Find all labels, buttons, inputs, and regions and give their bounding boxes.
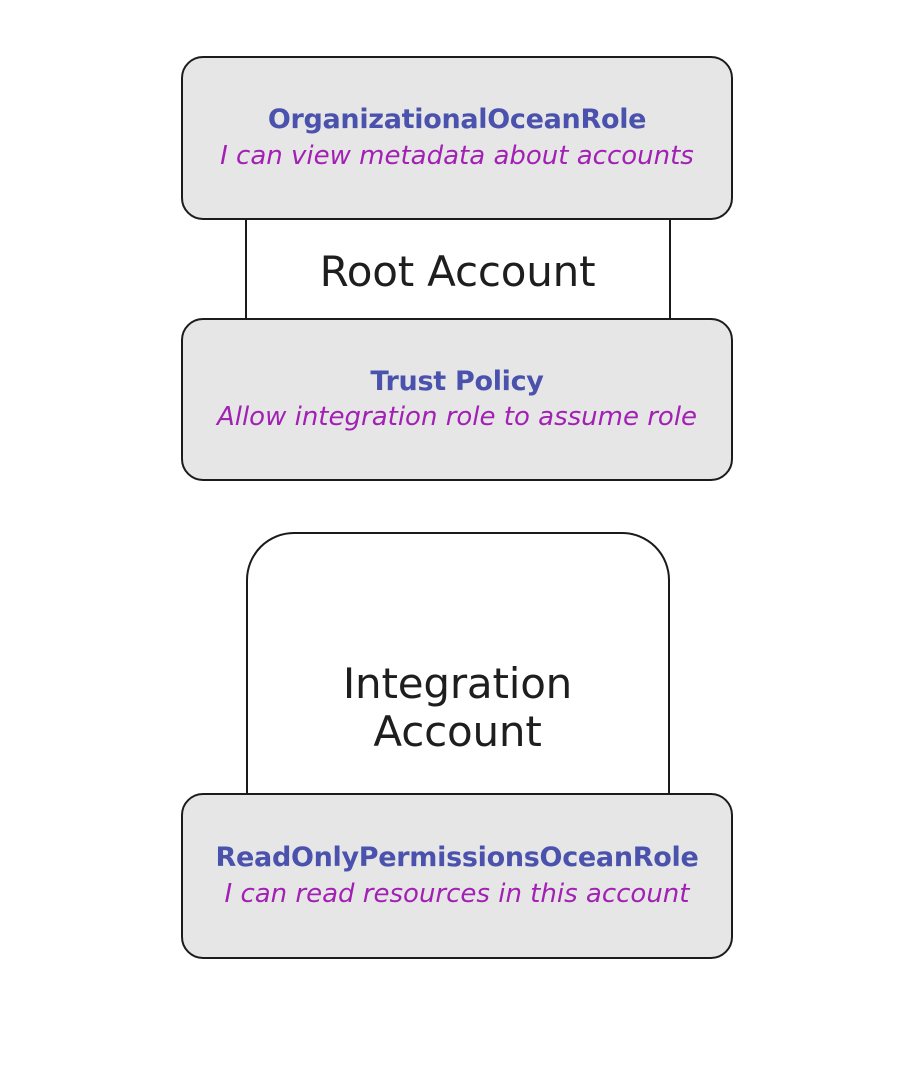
role-card-readonly-permissions-ocean-role[interactable]: ReadOnlyPermissionsOceanRole I can read … xyxy=(181,793,733,959)
role-title: OrganizationalOceanRole xyxy=(267,104,647,136)
role-description: Allow integration role to assume role xyxy=(216,402,698,433)
role-title: Trust Policy xyxy=(370,365,544,397)
root-account-label: Root Account xyxy=(319,247,596,296)
integration-account-label: Integration Account xyxy=(342,659,573,757)
role-title: ReadOnlyPermissionsOceanRole xyxy=(215,842,699,874)
role-card-trust-policy[interactable]: Trust Policy Allow integration role to a… xyxy=(181,318,733,481)
role-description: I can read resources in this account xyxy=(224,878,690,909)
role-description: I can view metadata about accounts xyxy=(220,140,694,171)
role-card-organizational-ocean-role[interactable]: OrganizationalOceanRole I can view metad… xyxy=(181,56,733,220)
